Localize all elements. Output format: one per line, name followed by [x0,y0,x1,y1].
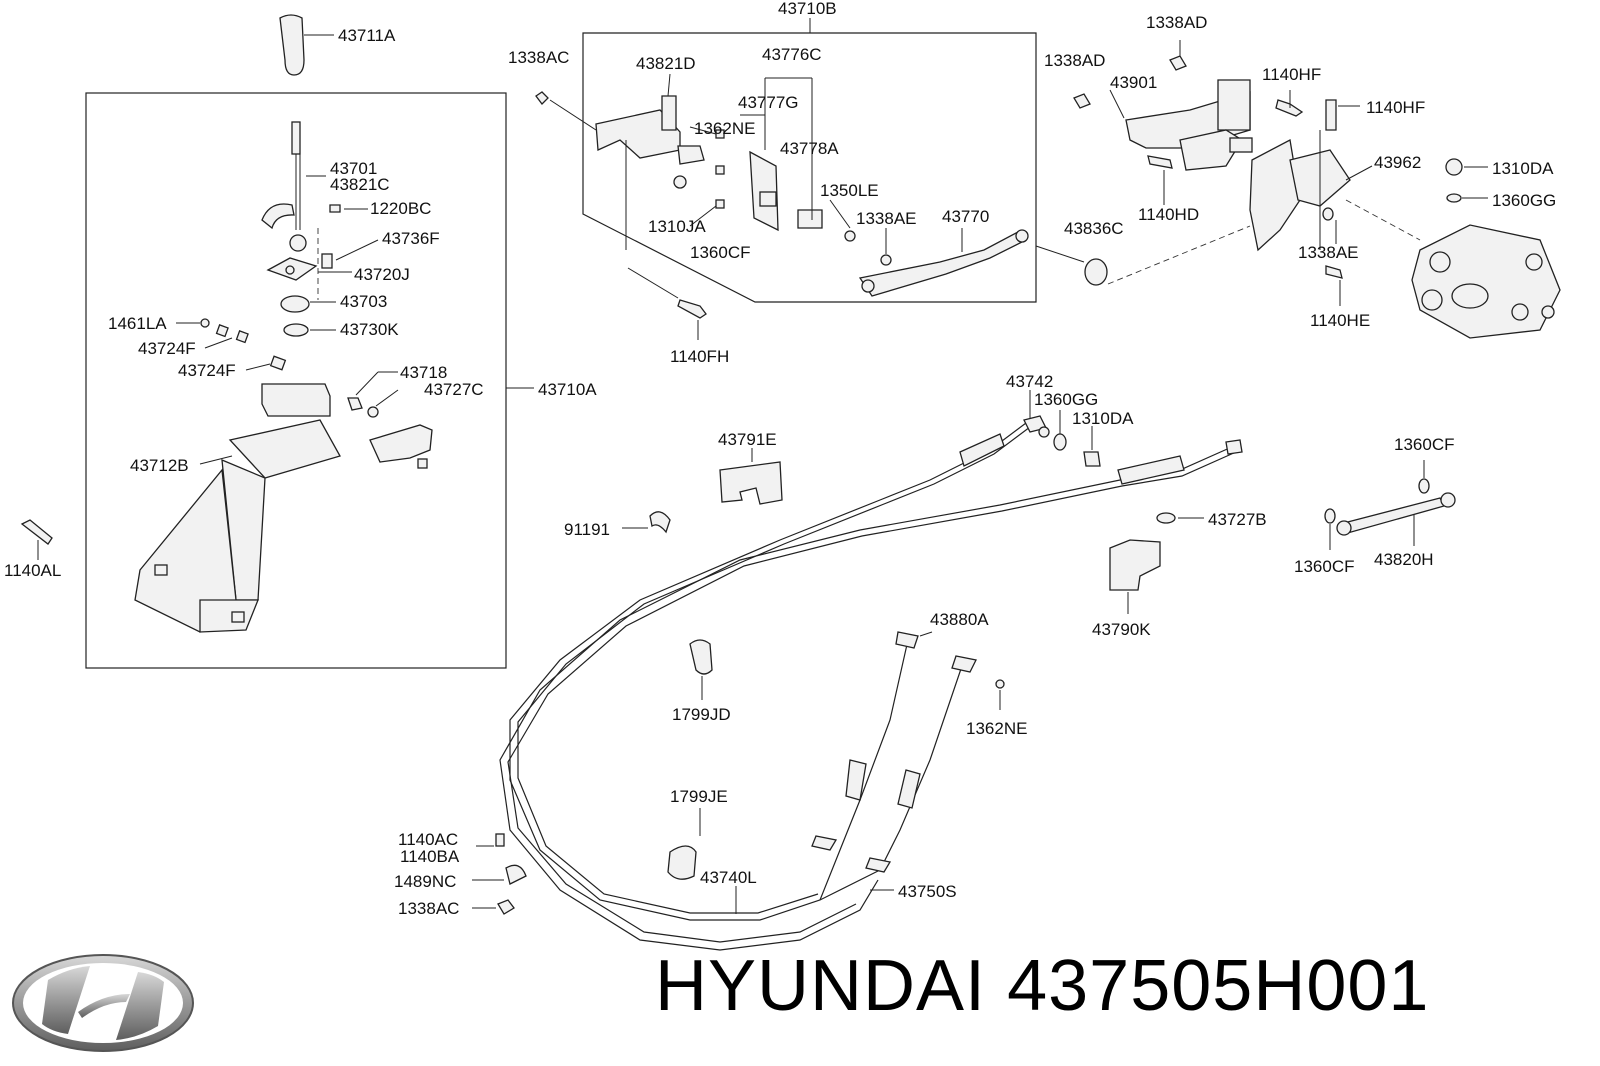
label-1461LA: 1461LA [108,314,167,333]
label-1310DA-right: 1310DA [1492,159,1554,178]
label-1362NE-bottom: 1362NE [966,719,1027,738]
label-1360GG-mid: 1360GG [1034,390,1098,409]
label-43711A: 43711A [338,26,396,45]
label-43727C: 43727C [424,380,484,399]
label-43821C: 43821C [330,175,390,194]
label-1140HF-upper: 1140HF [1262,65,1321,84]
label-43727B: 43727B [1208,510,1267,529]
label-91191: 91191 [564,520,610,539]
label-43720J: 43720J [354,265,410,284]
label-1140BA: 1140BA [400,847,460,866]
label-43901: 43901 [1110,73,1157,92]
label-43778A: 43778A [780,139,839,158]
shift-knob [279,14,305,76]
label-1360CF-right-bottom: 1360CF [1294,557,1354,576]
label-43712B: 43712B [130,456,189,475]
shift-rod-43820H [1324,478,1456,536]
label-43750S: 43750S [898,882,957,901]
label-1140AL: 1140AL [4,561,61,580]
label-43790K: 43790K [1092,620,1151,639]
label-1140HF-right: 1140HF [1366,98,1425,117]
label-1799JD: 1799JD [672,705,731,724]
label-43777G: 43777G [738,93,799,112]
label-1360CF-right-top: 1360CF [1394,435,1454,454]
label-43724F-upper: 43724F [138,339,196,358]
label-1338AC-bottom: 1338AC [398,899,459,918]
label-43836C: 43836C [1064,219,1124,238]
label-43821D: 43821D [636,54,696,73]
shift-cables [499,415,1243,951]
cable-bracket-43791E [719,461,783,505]
label-1140AC: 1140AC [398,830,458,849]
label-1310DA-mid: 1310DA [1072,409,1134,428]
label-1310JA: 1310JA [648,217,706,236]
label-43770: 43770 [942,207,989,226]
label-43776C: 43776C [762,45,822,64]
label-1360CF-upper: 1360CF [690,243,750,262]
part-number: 437505H001 [1007,946,1430,1026]
label-1338AE-left: 1338AE [856,209,917,228]
label-1350LE: 1350LE [820,181,879,200]
label-43724F-lower: 43724F [178,361,236,380]
label-43710B: 43710B [778,0,837,18]
shift-lever-base-bracket [134,383,341,633]
box-43710A-assembly [85,92,507,669]
label-43962: 43962 [1374,153,1421,172]
label-43703: 43703 [340,292,387,311]
label-43718: 43718 [400,363,447,382]
label-43880A: 43880A [930,610,989,629]
label-1140FH: 1140FH [670,347,729,366]
label-43730K: 43730K [340,320,399,339]
label-43742: 43742 [1006,372,1053,391]
label-1338AC-top: 1338AC [508,48,569,67]
transmission-shift-housing [1411,224,1561,339]
brand-part-number-title: HYUNDAI 437505H001 [655,950,1429,1022]
label-43740L: 43740L [700,868,757,887]
label-1338AE-right: 1338AE [1298,243,1359,262]
label-1489NC: 1489NC [394,872,456,891]
label-43701: 43701 [330,159,377,178]
label-1338AD-top: 1338AD [1146,13,1207,32]
label-1220BC: 1220BC [370,199,431,218]
label-1140HD: 1140HD [1138,205,1199,224]
label-1360GG-right: 1360GG [1492,191,1556,210]
brand-name: HYUNDAI [655,946,987,1026]
label-43791E: 43791E [718,430,777,449]
box-43710B-assembly [582,32,1037,303]
hyundai-logo-icon [12,954,194,1052]
cable-bracket-43790K [1109,539,1161,591]
label-1140HE: 1140HE [1310,311,1370,330]
label-1799JE: 1799JE [670,787,728,806]
label-1338AD-left: 1338AD [1044,51,1105,70]
label-1362NE-top: 1362NE [694,119,755,138]
label-43820H: 43820H [1374,550,1434,569]
label-43710A: 43710A [538,380,597,399]
label-43736F: 43736F [382,229,440,248]
shift-lever [261,121,318,337]
shift-linkage-upper [535,91,1029,297]
